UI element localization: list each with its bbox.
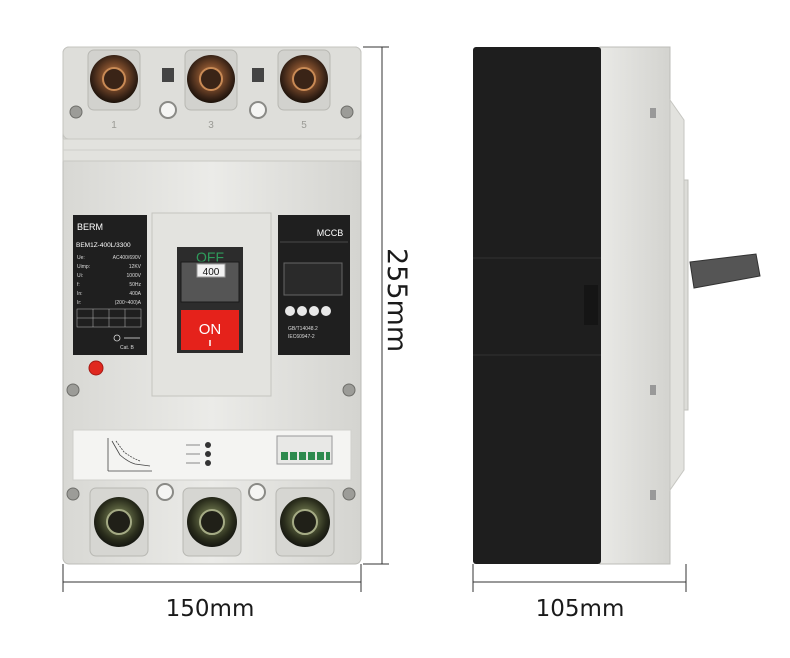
spec-key: Ue: <box>77 255 85 261</box>
bottom-terminal-6 <box>275 487 335 557</box>
mount-hole <box>159 101 177 119</box>
function-button[interactable] <box>321 306 331 316</box>
spec-value: 400A <box>129 291 141 297</box>
front-view: 1 3 5 BERM BEM1Z-400L/3300 Ue: AC400/690… <box>62 46 362 565</box>
function-button[interactable] <box>285 306 295 316</box>
screw-icon <box>342 383 356 397</box>
terminal-number-3: 3 <box>208 120 214 131</box>
status-dot-icon <box>205 451 211 457</box>
left-nameplate <box>73 215 147 355</box>
status-indicators <box>186 442 211 466</box>
rating-table <box>76 308 142 328</box>
screw-icon <box>340 105 354 119</box>
spec-list: Ue: AC400/690V Uimp: 12KV Ui: 1000V f: 5… <box>77 255 142 306</box>
spec-value: AC400/690V <box>113 255 142 261</box>
spec-key: f: <box>77 282 80 288</box>
bottom-terminal-2 <box>89 487 149 557</box>
indicator-led-icon <box>88 360 104 376</box>
status-dot-icon <box>205 442 211 448</box>
spec-key: Ui: <box>77 273 83 279</box>
signal-terminals <box>281 452 330 460</box>
model-label: BEM1Z-400L/3300 <box>76 242 131 249</box>
spec-value: 50Hz <box>129 282 141 288</box>
on-label: ON <box>199 321 222 338</box>
spec-value: (200~400)A <box>115 300 142 306</box>
standard-label: IEC60947-2 <box>288 334 315 340</box>
screw-icon <box>69 105 83 119</box>
function-button[interactable] <box>309 306 319 316</box>
screw-icon <box>66 487 80 501</box>
screw-icon <box>66 383 80 397</box>
side-handle-lever[interactable] <box>689 253 761 289</box>
side-view <box>473 46 761 565</box>
bottom-terminal-4 <box>182 487 242 557</box>
spec-value: 12KV <box>129 264 142 270</box>
mount-hole <box>248 483 266 501</box>
push-to-trip-icon <box>113 334 121 342</box>
lcd-display <box>283 262 343 296</box>
product-type-label: MCCB <box>317 228 344 238</box>
screw-icon <box>342 487 356 501</box>
top-terminal-1 <box>87 49 141 111</box>
depth-dimension-label: 105mm <box>536 596 625 622</box>
function-buttons <box>285 306 331 316</box>
terminal-number-1: 1 <box>111 120 117 131</box>
function-button[interactable] <box>297 306 307 316</box>
mount-hole <box>249 101 267 119</box>
trip-curve-icon <box>107 438 152 472</box>
spec-key: Uimp: <box>77 264 90 270</box>
spec-key: Ir: <box>77 300 81 306</box>
spec-key: In: <box>77 291 83 297</box>
dimension-annotations <box>62 46 687 592</box>
top-terminal-3 <box>184 49 238 111</box>
rating-label: 400 <box>203 267 220 278</box>
standard-label: GB/T14048.2 <box>288 326 318 332</box>
cat-label: Cat. B <box>120 345 135 351</box>
width-dimension-label: 150mm <box>166 596 255 622</box>
spec-value: 1000V <box>127 273 142 279</box>
height-dimension-label: 255mm <box>381 248 412 352</box>
status-dot-icon <box>205 460 211 466</box>
mount-hole <box>156 483 174 501</box>
top-terminal-5 <box>277 49 331 111</box>
off-label: OFF <box>196 249 224 265</box>
terminal-number-5: 5 <box>301 120 307 131</box>
side-black-body <box>473 47 601 564</box>
side-grey-body <box>599 46 671 565</box>
brand-label: BERM <box>77 222 103 232</box>
